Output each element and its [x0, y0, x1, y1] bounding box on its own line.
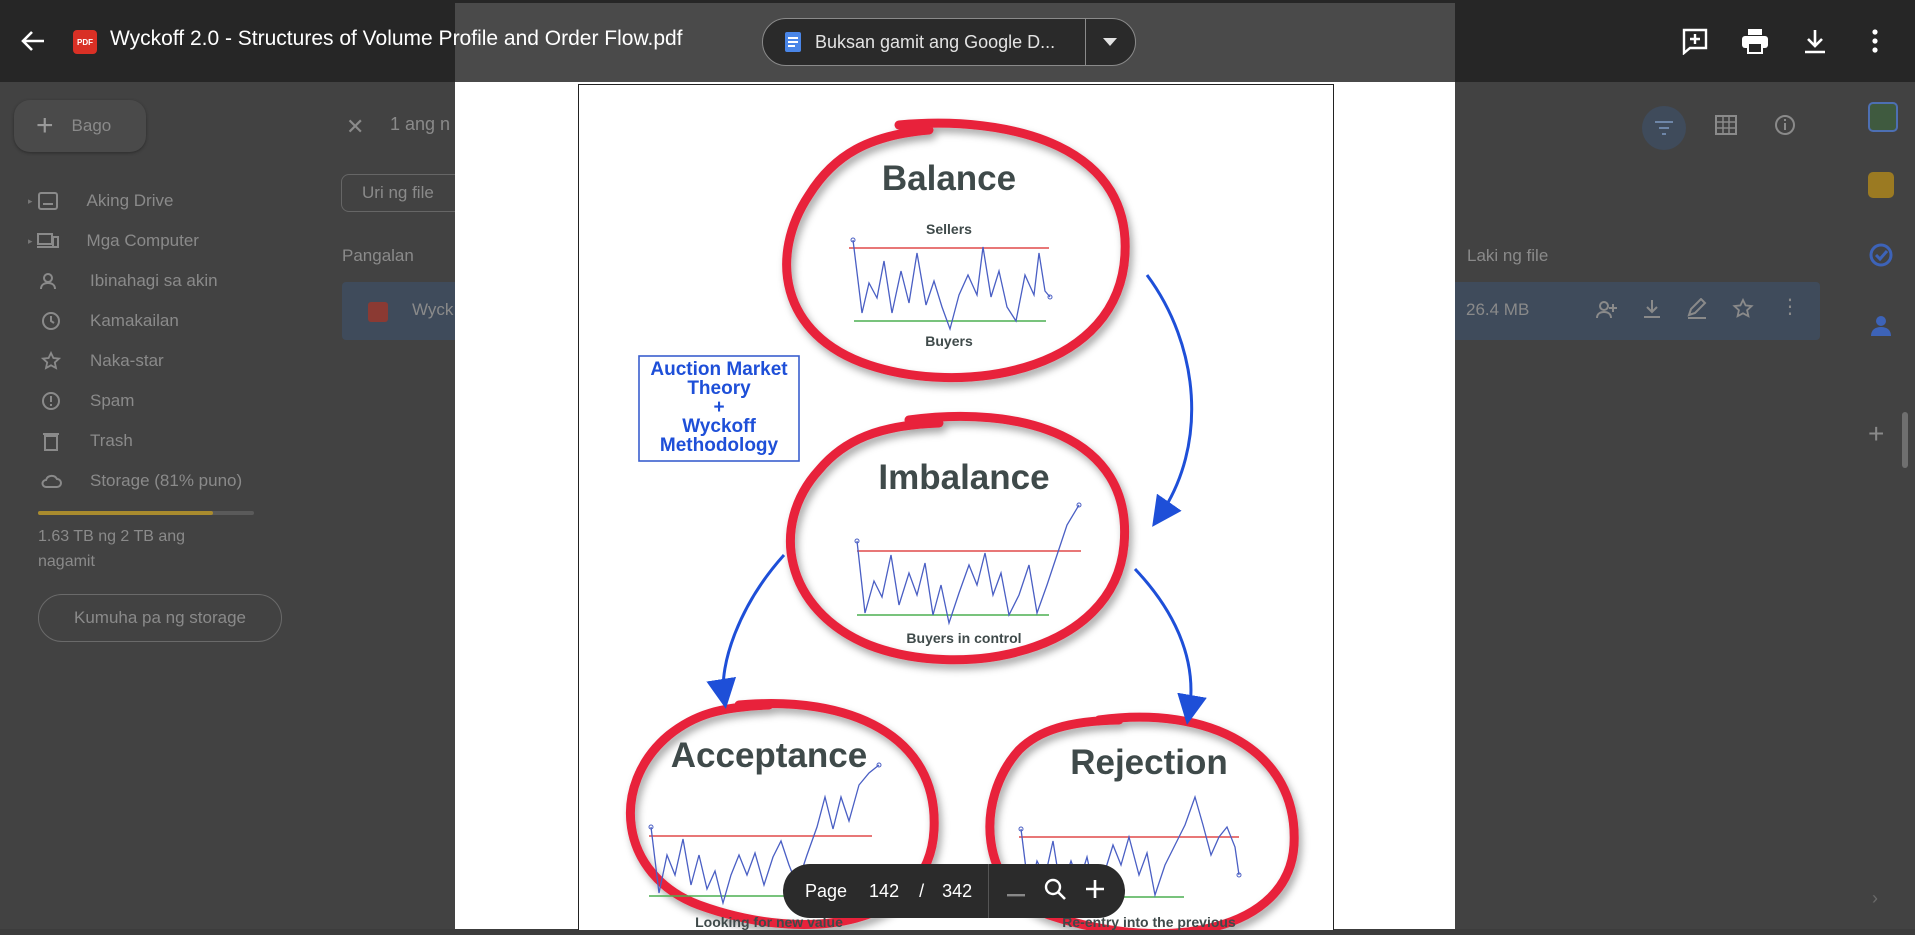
- imbalance-price-path: [856, 504, 1080, 626]
- arrow-imbalance-to-rejection: [1133, 567, 1207, 725]
- sidebar-item-label: Naka-star: [90, 351, 164, 370]
- page-current-input[interactable]: 142: [869, 880, 900, 901]
- sidebar-item-recent[interactable]: Kamakailan: [40, 301, 179, 341]
- arrow-balance-to-imbalance: [1145, 274, 1194, 527]
- pdf-icon: PDF: [73, 30, 97, 54]
- add-addon-icon[interactable]: +: [1868, 418, 1885, 449]
- zoom-divider: [988, 864, 990, 918]
- google-docs-icon: [785, 32, 801, 52]
- expand-arrow-icon[interactable]: ▸: [28, 235, 33, 246]
- grid-view-icon[interactable]: [1715, 115, 1737, 140]
- column-header-size[interactable]: Laki ng file: [1467, 246, 1549, 265]
- people-icon: [40, 270, 62, 292]
- new-button-label: Bago: [71, 116, 112, 135]
- zoom-out-icon[interactable]: [1007, 881, 1026, 902]
- star-icon: [40, 350, 62, 372]
- flow-arrows: [706, 274, 1207, 725]
- sidebar-item-label: Trash: [90, 431, 133, 450]
- contacts-icon[interactable]: [1868, 312, 1894, 343]
- selection-count: 1 ang n: [390, 114, 451, 134]
- page-total: 342: [942, 880, 973, 901]
- sidebar-item-spam[interactable]: Spam: [40, 381, 134, 421]
- star-row-icon[interactable]: [1732, 297, 1754, 325]
- pdf-icon-text: PDF: [77, 37, 93, 47]
- more-options-icon[interactable]: [1856, 22, 1894, 60]
- file-type-filter[interactable]: Uri ng file: [341, 174, 473, 212]
- sidebar-item-computers[interactable]: ▸ Mga Computer: [28, 221, 199, 261]
- info-icon[interactable]: [1774, 114, 1796, 141]
- storage-bar: [38, 511, 254, 515]
- drive-icon: [37, 190, 59, 212]
- more-row-icon[interactable]: ⋮: [1780, 296, 1800, 318]
- add-comment-icon[interactable]: [1676, 22, 1714, 60]
- rename-icon[interactable]: [1686, 297, 1708, 325]
- rejection-price-path: [1020, 794, 1240, 898]
- get-storage-button[interactable]: Kumuha pa ng storage: [38, 594, 282, 642]
- clock-icon: [40, 310, 62, 332]
- open-with-divider: [1085, 19, 1086, 65]
- sidebar-item-storage[interactable]: Storage (81% puno): [40, 461, 242, 501]
- print-icon[interactable]: [1736, 22, 1774, 60]
- cloud-icon: [40, 470, 62, 492]
- scrollbar-thumb[interactable]: [1902, 412, 1908, 468]
- calendar-icon[interactable]: [1868, 102, 1898, 132]
- page-label: Page: [805, 880, 848, 901]
- storage-bar-fill: [38, 511, 213, 515]
- sidebar-item-label: Storage (81% puno): [90, 471, 243, 490]
- file-type-filter-label: Uri ng file: [362, 183, 434, 202]
- spam-icon: [40, 390, 62, 412]
- document-title: Wyckoff 2.0 - Structures of Volume Profi…: [110, 27, 683, 50]
- file-size: 26.4 MB: [1466, 300, 1530, 319]
- acceptance-price-path: [650, 764, 880, 906]
- page-zoom-bar: Page 142 / 342: [783, 864, 1125, 918]
- share-icon[interactable]: [1596, 298, 1618, 325]
- get-storage-label: Kumuha pa ng storage: [73, 608, 246, 627]
- tasks-icon[interactable]: [1868, 242, 1894, 273]
- amt-box: [638, 355, 800, 462]
- sidebar-item-shared[interactable]: Ibinahagi sa akin: [40, 261, 218, 301]
- sidebar-item-label: Spam: [90, 391, 135, 410]
- plus-icon: +: [36, 109, 54, 142]
- sidebar-item-label: Kamakailan: [90, 311, 179, 330]
- zoom-icon[interactable]: [1043, 877, 1067, 906]
- pdf-page[interactable]: Balance Sellers Buyers Imbalance Buyers …: [578, 84, 1334, 935]
- storage-used-text: 1.63 TB ng 2 TB ang: [38, 528, 186, 545]
- expand-arrow-icon[interactable]: ▸: [28, 195, 33, 206]
- download-row-icon[interactable]: [1642, 298, 1662, 325]
- sidebar-item-trash[interactable]: Trash: [40, 421, 133, 461]
- sidebar-item-my-drive[interactable]: ▸ Aking Drive: [28, 181, 173, 221]
- arrow-imbalance-to-acceptance: [706, 553, 786, 709]
- page-separator: /: [919, 880, 925, 901]
- storage-used-text-2: nagamit: [38, 553, 95, 570]
- zoom-in-icon[interactable]: [1085, 879, 1105, 904]
- imbalance-circle: [785, 411, 1130, 665]
- keep-icon[interactable]: [1868, 172, 1894, 198]
- sidebar-item-label: Aking Drive: [86, 191, 174, 210]
- balance-price-path: [852, 239, 1051, 332]
- wyckoff-diagram: [625, 118, 1299, 935]
- sidebar-item-label: Ibinahagi sa akin: [90, 271, 218, 290]
- file-name: Wyck: [412, 300, 454, 319]
- column-header-name[interactable]: Pangalan: [342, 246, 414, 265]
- acceptance-circle: [625, 699, 939, 929]
- new-button[interactable]: + Bago: [14, 100, 146, 152]
- clear-selection-icon[interactable]: ✕: [346, 114, 365, 139]
- balance-circle: [782, 118, 1130, 383]
- pdf-file-icon: [368, 302, 388, 322]
- collapse-panel-icon[interactable]: ›: [1872, 888, 1878, 908]
- back-arrow-icon[interactable]: [20, 28, 46, 59]
- sidebar-item-starred[interactable]: Naka-star: [40, 341, 164, 381]
- open-with-dropdown-icon[interactable]: [1086, 38, 1134, 46]
- computer-icon: [36, 230, 59, 252]
- filter-icon[interactable]: [1642, 106, 1686, 150]
- open-with-label: Buksan gamit ang Google D...: [815, 31, 1056, 52]
- trash-icon: [40, 430, 62, 452]
- sidebar-item-label: Mga Computer: [86, 231, 199, 250]
- open-with-button[interactable]: Buksan gamit ang Google D...: [762, 18, 1136, 66]
- download-icon[interactable]: [1796, 22, 1834, 60]
